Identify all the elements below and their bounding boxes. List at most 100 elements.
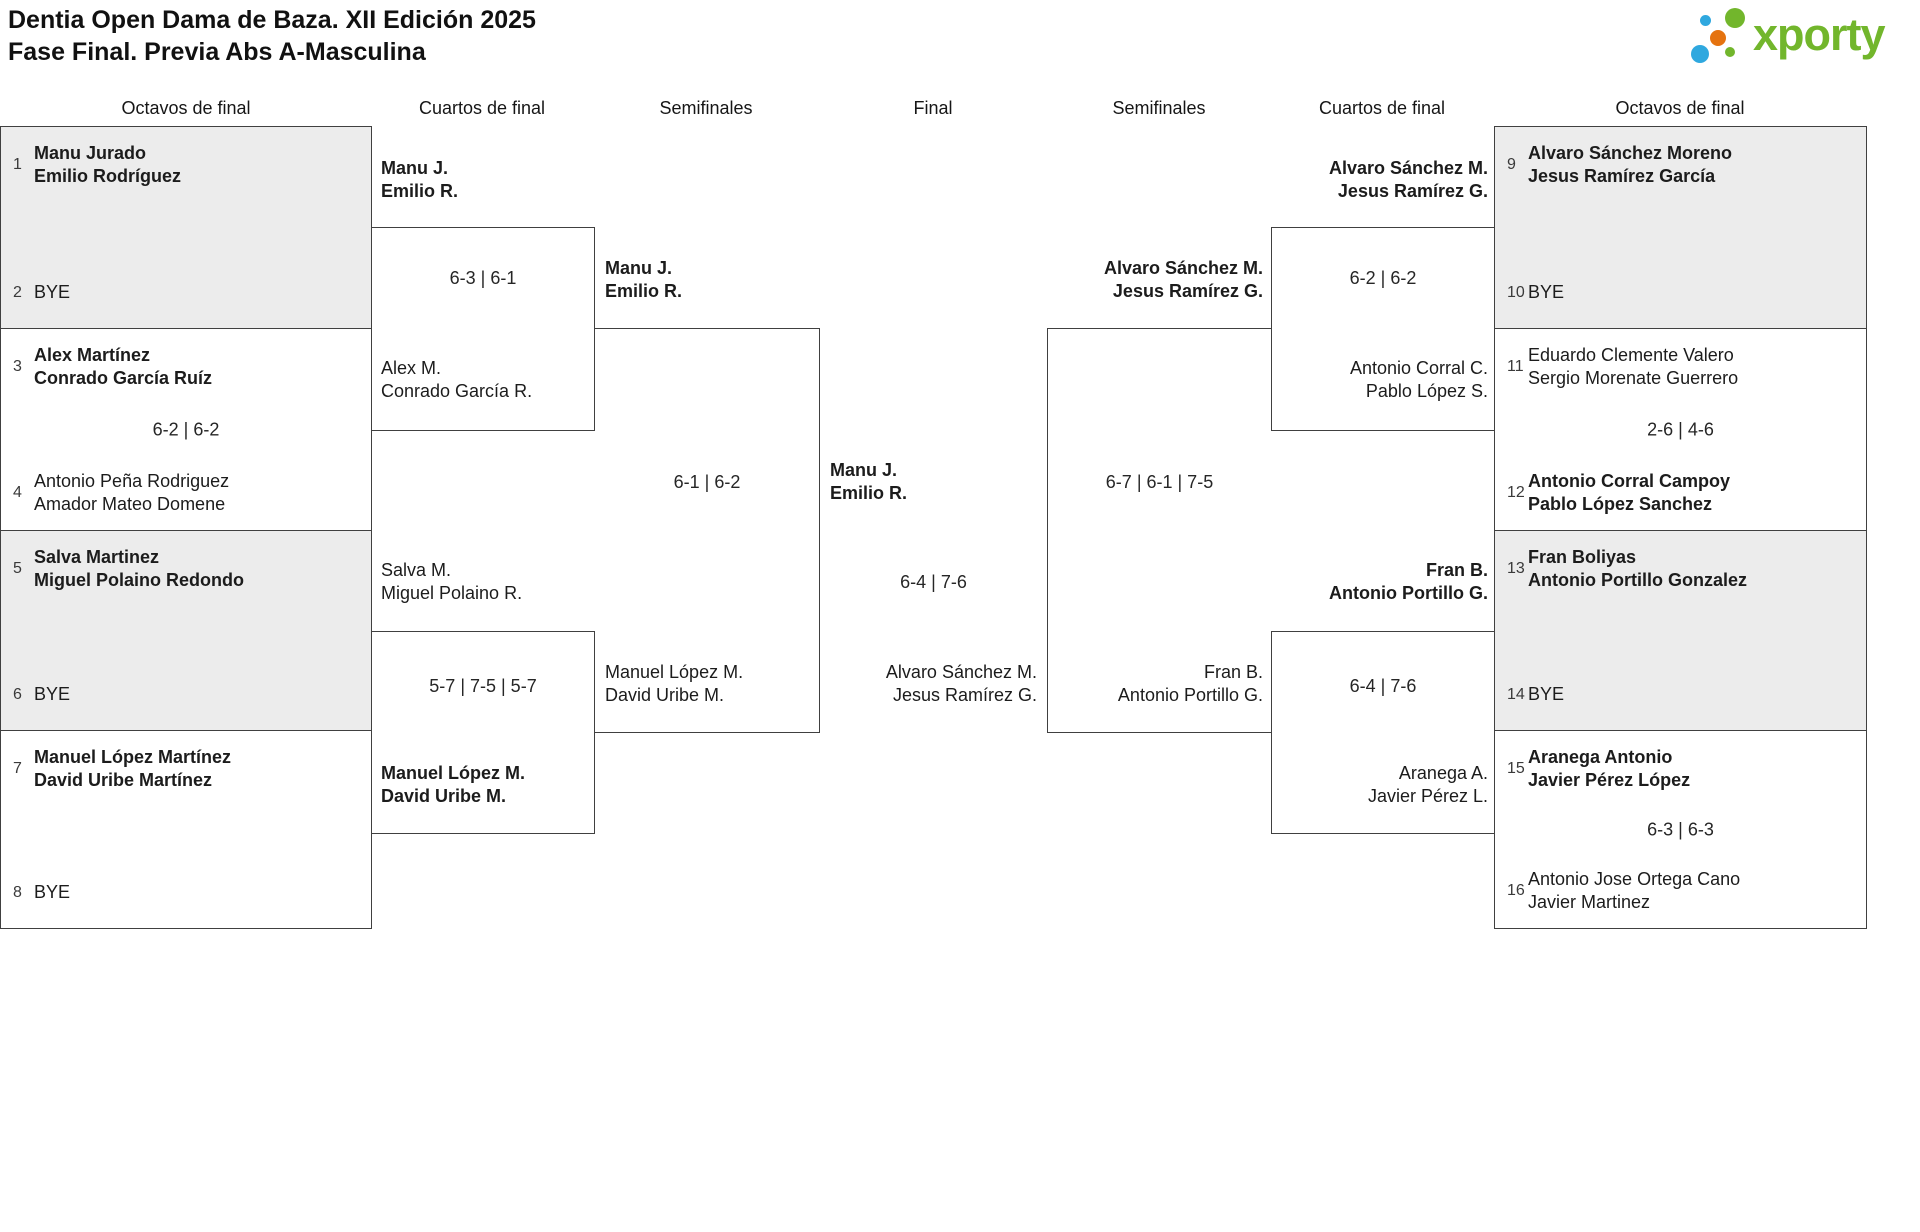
match-box-seeds-15-16: 15 Aranega Antonio Javier Pérez López 6-… (1494, 730, 1867, 929)
team-names-5: Salva Martinez Miguel Polaino Redondo (34, 547, 244, 590)
seed-number-15: 15 (1507, 760, 1525, 777)
team-names-8: BYE (34, 882, 71, 902)
sf-left-bottom-entrant: Manuel López M. David Uribe M. (605, 662, 744, 705)
seed-number-12: 12 (1507, 484, 1525, 501)
seed-number-1: 1 (13, 156, 22, 173)
round-header-octavos-left: Octavos de final (121, 98, 251, 118)
team-entry-1: 1 Manu Jurado Emilio Rodríguez (13, 142, 365, 188)
final-score: 6-4 | 7-6 (900, 572, 967, 592)
qf-right-1-bottom-entrant: Antonio Corral C. Pablo López S. (1349, 358, 1488, 401)
seed-number-14: 14 (1507, 685, 1525, 703)
tournament-title-line1: Dentia Open Dama de Baza. XII Edición 20… (8, 6, 536, 34)
logo-dot-orange (1710, 30, 1726, 46)
team-names-1: Manu Jurado Emilio Rodríguez (34, 143, 182, 186)
team-entry-13: 13 Fran Boliyas Antonio Portillo Gonzale… (1507, 546, 1860, 592)
seed-number-6: 6 (13, 685, 22, 703)
match-score-11-12: 2-6 | 4-6 (1647, 419, 1714, 439)
team-names-3: Alex Martínez Conrado García Ruíz (34, 345, 213, 388)
qf-left-2-score: 5-7 | 7-5 | 5-7 (429, 676, 537, 696)
final-winner: Manu J. Emilio R. (830, 460, 908, 503)
team-names-10: BYE (1528, 282, 1565, 302)
team-entry-5: 5 Salva Martinez Miguel Polaino Redondo (13, 546, 365, 592)
team-entry-7: 7 Manuel López Martínez David Uribe Mart… (13, 746, 365, 792)
quarterfinal-box-left-2: 5-7 | 7-5 | 5-7 (371, 631, 595, 834)
qf-left-2-top-entrant: Salva M. Miguel Polaino R. (381, 560, 523, 603)
team-entry-3: 3 Alex Martínez Conrado García Ruíz (13, 344, 365, 390)
team-entry-12: 12 Antonio Corral Campoy Pablo López San… (1507, 470, 1860, 516)
team-names-13: Fran Boliyas Antonio Portillo Gonzalez (1528, 547, 1747, 590)
seed-number-13: 13 (1507, 560, 1525, 577)
team-names-15: Aranega Antonio Javier Pérez López (1528, 747, 1691, 790)
team-names-6: BYE (34, 684, 71, 704)
seed-number-7: 7 (13, 760, 22, 777)
seed-number-11: 11 (1507, 358, 1524, 375)
team-names-11: Eduardo Clemente Valero Sergio Morenate … (1528, 345, 1739, 388)
round-header-semis-left: Semifinales (659, 98, 753, 118)
quarterfinal-box-left-1: 6-3 | 6-1 (371, 227, 595, 431)
team-names-9: Alvaro Sánchez Moreno Jesus Ramírez Garc… (1528, 143, 1733, 186)
seed-number-10: 10 (1507, 283, 1525, 301)
final-runner-up: Alvaro Sánchez M. Jesus Ramírez G. (885, 662, 1037, 705)
tournament-title: Dentia Open Dama de Baza. XII Edición 20… (8, 4, 536, 68)
team-entry-10: 10 BYE (1507, 281, 1860, 304)
round-header-cuartos-right: Cuartos de final (1318, 98, 1446, 118)
semifinal-connector-left (594, 328, 820, 733)
logo-wordmark: xporty (1753, 9, 1886, 60)
semifinal-connector-right (1047, 328, 1272, 733)
logo-dot-large-blue (1691, 45, 1709, 63)
team-entry-8: 8 BYE (13, 881, 365, 904)
sf-right-bottom-entrant: Fran B. Antonio Portillo G. (1117, 662, 1263, 705)
sf-left-score: 6-1 | 6-2 (673, 472, 741, 492)
seed-number-3: 3 (13, 358, 22, 375)
sf-left-top-entrant: Manu J. Emilio R. (605, 258, 683, 301)
seed-number-4: 4 (13, 484, 22, 501)
match-box-seeds-11-12: 11 Eduardo Clemente Valero Sergio Morena… (1494, 328, 1867, 531)
match-box-seeds-5-6: 5 Salva Martinez Miguel Polaino Redondo … (0, 530, 372, 731)
quarterfinal-box-right-2: 6-4 | 7-6 (1271, 631, 1495, 834)
team-entry-15: 15 Aranega Antonio Javier Pérez López (1507, 746, 1860, 792)
team-entry-11: 11 Eduardo Clemente Valero Sergio Morena… (1507, 344, 1860, 390)
round-header-final: Final (913, 98, 953, 118)
match-box-seeds-9-10: 9 Alvaro Sánchez Moreno Jesus Ramírez Ga… (1494, 126, 1867, 329)
match-box-seeds-1-2: 1 Manu Jurado Emilio Rodríguez 2 BYE (0, 126, 372, 329)
seed-number-16: 16 (1507, 882, 1525, 899)
sf-right-top-entrant: Alvaro Sánchez M. Jesus Ramírez G. (1103, 258, 1263, 301)
qf-right-2-bottom-entrant: Aranega A. Javier Pérez L. (1367, 763, 1488, 806)
quarterfinal-box-right-1: 6-2 | 6-2 (1271, 227, 1495, 431)
qf-left-1-top-entrant: Manu J. Emilio R. (381, 158, 459, 201)
seed-number-8: 8 (13, 883, 22, 901)
team-names-2: BYE (34, 282, 71, 302)
team-entry-9: 9 Alvaro Sánchez Moreno Jesus Ramírez Ga… (1507, 142, 1860, 188)
seed-number-5: 5 (13, 560, 22, 577)
qf-left-2-bottom-entrant: Manuel López M. David Uribe M. (381, 763, 525, 806)
round-header-semis-right: Semifinales (1112, 98, 1206, 118)
seed-number-2: 2 (13, 283, 22, 301)
team-names-7: Manuel López Martínez David Uribe Martín… (34, 747, 232, 790)
round-header-octavos-right: Octavos de final (1615, 98, 1745, 118)
match-box-seeds-13-14: 13 Fran Boliyas Antonio Portillo Gonzale… (1494, 530, 1867, 731)
seed-number-9: 9 (1507, 156, 1516, 173)
team-names-14: BYE (1528, 684, 1565, 704)
logo-dot-small-blue (1700, 15, 1711, 26)
team-names-16: Antonio Jose Ortega Cano Javier Martinez (1528, 869, 1741, 912)
team-entry-14: 14 BYE (1507, 683, 1860, 706)
tournament-title-line2: Fase Final. Previa Abs A-Masculina (8, 38, 426, 66)
match-box-seeds-7-8: 7 Manuel López Martínez David Uribe Mart… (0, 730, 372, 929)
team-names-4: Antonio Peña Rodriguez Amador Mateo Dome… (34, 471, 230, 514)
team-entry-4: 4 Antonio Peña Rodriguez Amador Mateo Do… (13, 470, 365, 516)
qf-right-1-top-entrant: Alvaro Sánchez M. Jesus Ramírez G. (1328, 158, 1488, 201)
match-score-15-16: 6-3 | 6-3 (1647, 819, 1714, 839)
qf-left-1-score: 6-3 | 6-1 (449, 268, 517, 288)
logo-dot-small-green (1725, 47, 1735, 57)
team-entry-16: 16 Antonio Jose Ortega Cano Javier Marti… (1507, 868, 1860, 914)
match-box-seeds-3-4: 3 Alex Martínez Conrado García Ruíz 6-2 … (0, 328, 372, 531)
match-score-3-4: 6-2 | 6-2 (152, 419, 220, 439)
round-header-cuartos-left: Cuartos de final (418, 98, 546, 118)
team-entry-6: 6 BYE (13, 683, 365, 706)
team-names-12: Antonio Corral Campoy Pablo López Sanche… (1528, 471, 1731, 514)
qf-right-2-score: 6-4 | 7-6 (1349, 676, 1417, 696)
sf-right-score: 6-7 | 6-1 | 7-5 (1105, 472, 1214, 492)
team-entry-2: 2 BYE (13, 281, 365, 304)
qf-right-2-top-entrant: Fran B. Antonio Portillo G. (1329, 560, 1488, 603)
